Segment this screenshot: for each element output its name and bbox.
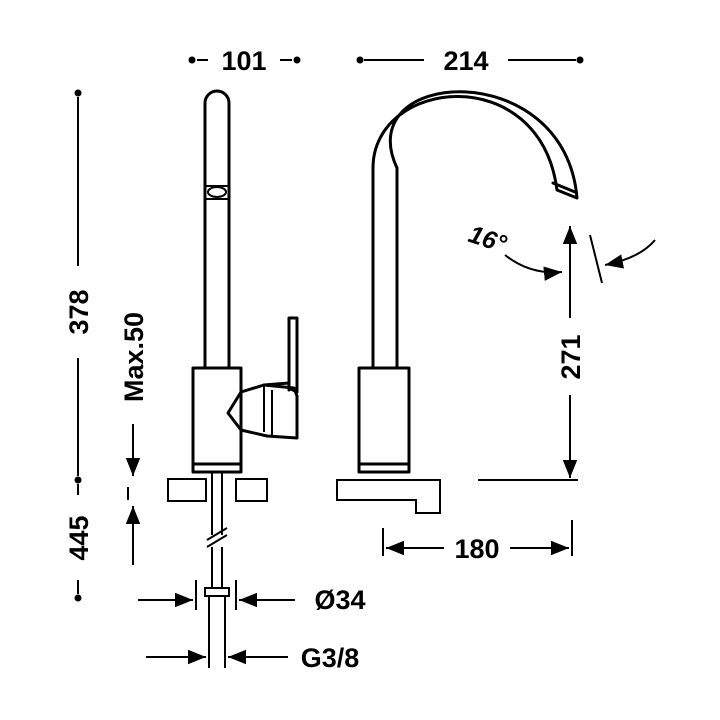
- label-spout-height: 271: [556, 334, 586, 379]
- dim-101-dot-right: [293, 56, 301, 64]
- dim-angle-arc-left: [504, 254, 563, 281]
- side-lever-detail: [263, 385, 273, 436]
- label-spout-reach: 214: [443, 46, 488, 76]
- label-max-deck: Max.50: [119, 312, 149, 402]
- dimension-labels: 101 214 378 445 Max.50 271 180 Ø34 G3/8 …: [64, 46, 586, 673]
- side-view: [167, 89, 299, 668]
- dim-d34-ext-lines: [195, 580, 237, 610]
- dim-angle-arc-right: [604, 239, 656, 269]
- side-hose: [208, 596, 226, 668]
- side-lever-cartridge: [226, 383, 299, 440]
- front-countertop: [336, 479, 441, 514]
- dim-180-ext-lines: [382, 520, 573, 556]
- label-spout-angle: 16°: [465, 220, 511, 259]
- dim-angle-reference-line: [589, 234, 603, 284]
- dim-214-dot-right: [576, 56, 584, 64]
- front-body: [357, 366, 411, 474]
- dim-214-dot-left: [356, 56, 364, 64]
- label-connection-thread: G3/8: [301, 643, 360, 673]
- side-supply-pipe: [206, 472, 228, 588]
- side-deck-right: [235, 478, 268, 502]
- dim-445-dot-bottom: [74, 594, 82, 602]
- front-spout-outlet: [551, 181, 577, 194]
- side-spout-tube: [203, 89, 231, 370]
- label-total-height: 378: [64, 289, 94, 334]
- dim-378-dot-top: [74, 89, 82, 97]
- dim-378-dot-bottom: [74, 476, 82, 484]
- label-hole-diameter: Ø34: [314, 585, 365, 615]
- side-connector-nut: [204, 587, 230, 597]
- front-view: [336, 90, 579, 514]
- dim-101-dot-left: [188, 56, 196, 64]
- front-gooseneck-spout: [371, 90, 579, 370]
- side-body: [191, 366, 243, 474]
- side-deck-left: [167, 478, 207, 502]
- label-handle-width: 101: [221, 46, 266, 76]
- label-below-deck: 445: [64, 515, 94, 560]
- side-aerator-ring: [207, 186, 227, 198]
- side-lever-handle: [287, 316, 299, 394]
- label-center-distance: 180: [454, 534, 499, 564]
- dimension-lines: [74, 56, 656, 665]
- side-lever-joint: [262, 381, 291, 392]
